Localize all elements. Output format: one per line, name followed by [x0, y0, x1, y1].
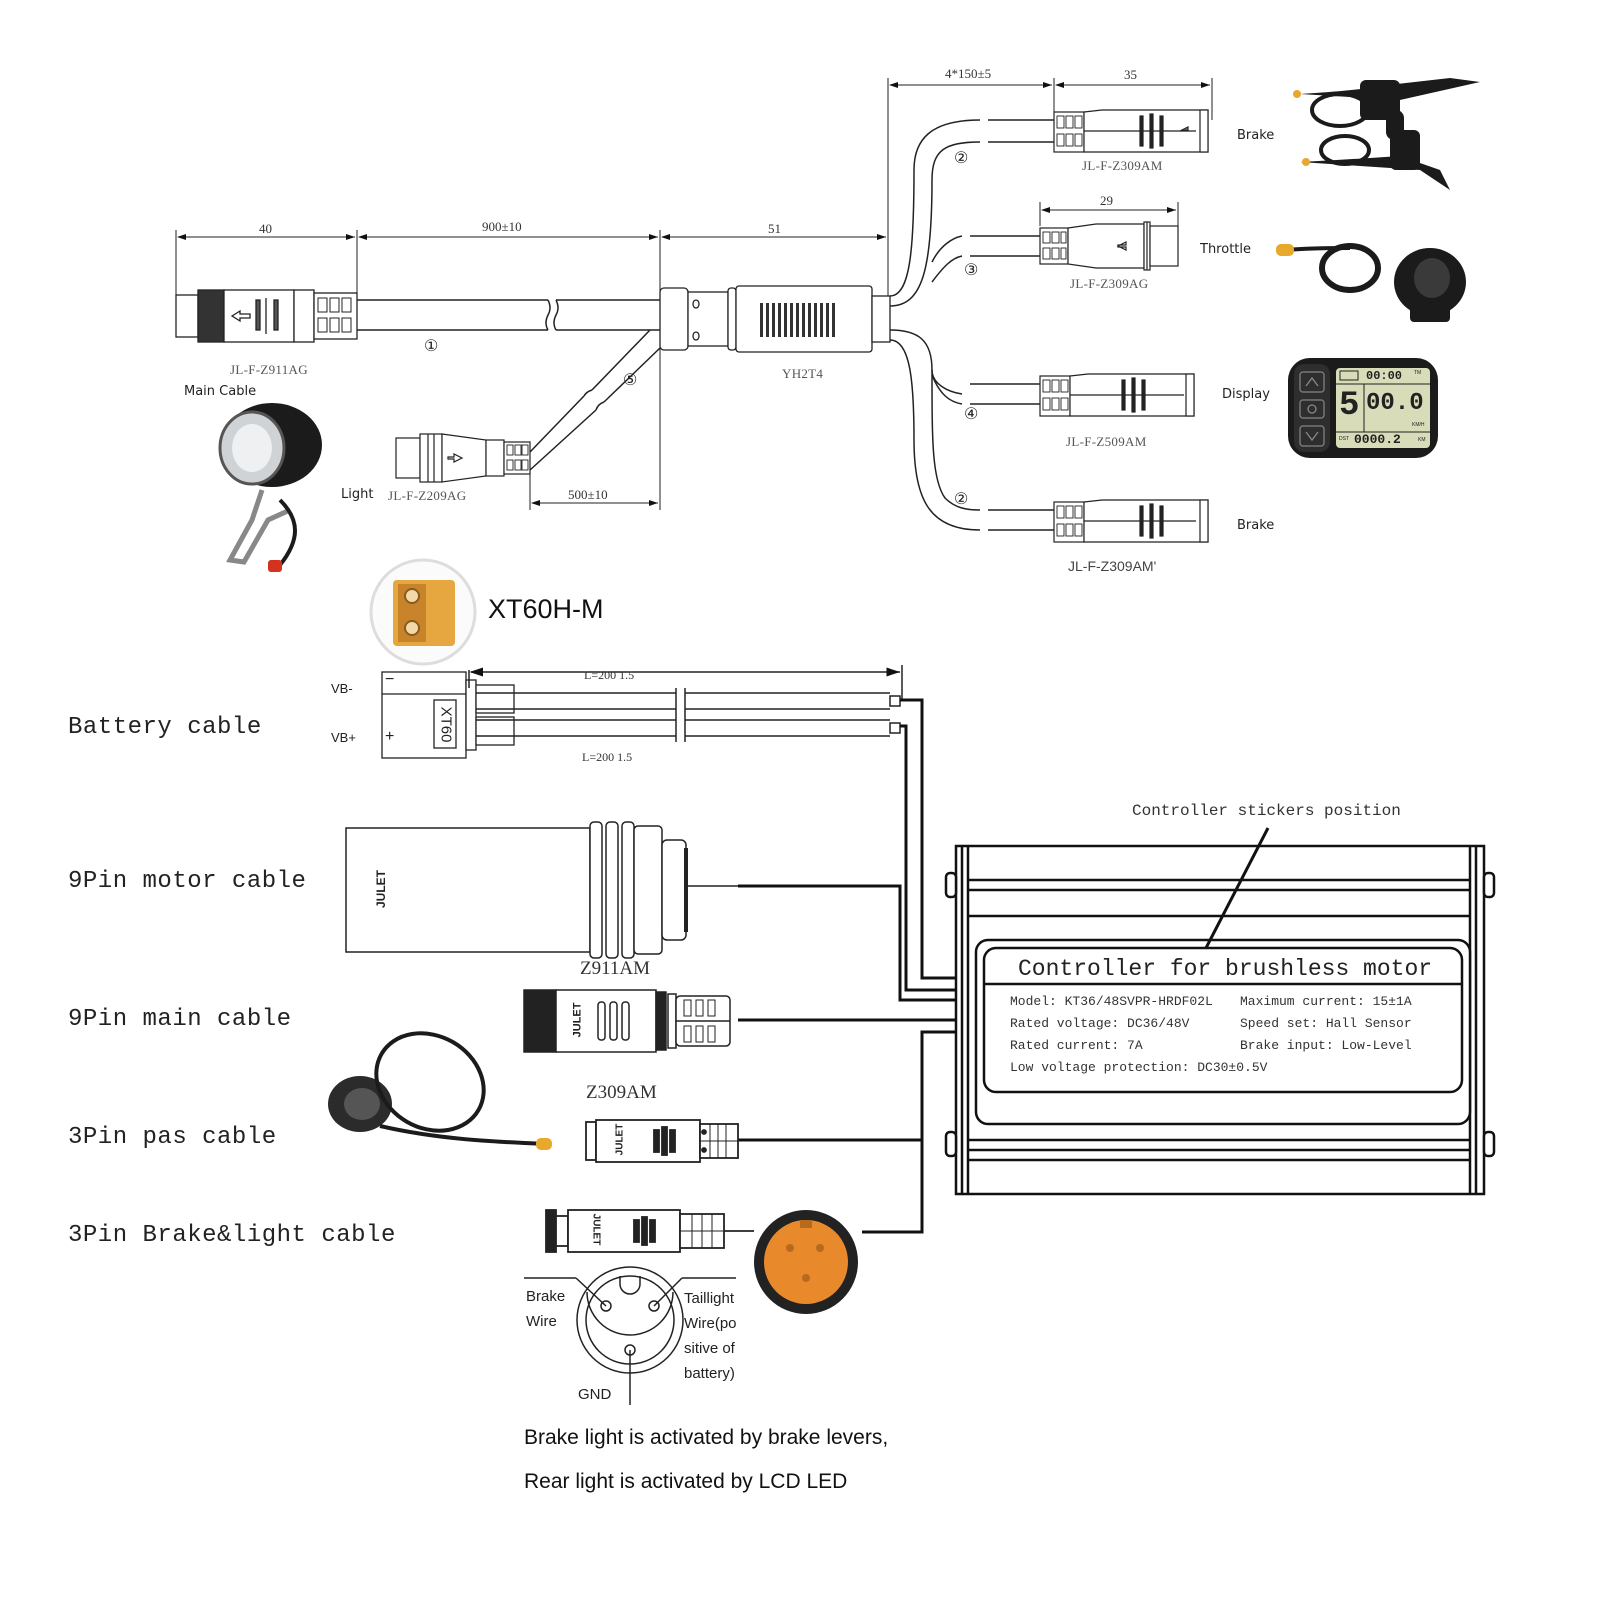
- vb-minus-label: VB-: [331, 681, 353, 696]
- display-part: JL-F-Z509AM: [1066, 434, 1147, 449]
- controller-box: [944, 844, 1496, 1196]
- pin-brake-line2: Wire: [526, 1313, 557, 1330]
- cable-number-1: ①: [424, 336, 439, 355]
- sticker-callout-line: [1204, 827, 1270, 949]
- pas-cable-label: 3Pin pas cable: [68, 1124, 277, 1151]
- pas-connector: [585, 1119, 739, 1163]
- pin-taillight-line3: sitive of: [684, 1340, 735, 1357]
- xt60-name: XT60H-M: [488, 594, 604, 624]
- lcd-distance-label: DST: [1339, 436, 1349, 442]
- vb-plus-label: VB+: [331, 730, 356, 745]
- minus-sign: −: [385, 671, 395, 688]
- main-connector-part: JL-F-Z911AG: [230, 362, 308, 377]
- battery-length-top: L=200 1.5: [584, 668, 635, 682]
- light-branch-cable: [529, 329, 661, 471]
- connector-z911ag: [175, 289, 358, 343]
- connector-brake-bottom: [1053, 499, 1209, 543]
- battery-cable-label: Battery cable: [68, 714, 262, 741]
- spec-model: Model: KT36/48SVPR-HRDF02L: [1010, 994, 1213, 1009]
- pas-sensor-icon: [328, 1031, 552, 1150]
- lcd-time-unit: TM: [1414, 370, 1422, 376]
- light-label: Light: [341, 487, 374, 502]
- main-cable-row-label: 9Pin main cable: [68, 1006, 292, 1033]
- dim-throttle-connector: 29: [1100, 193, 1113, 208]
- pin-brake-line1: Brake: [526, 1288, 566, 1305]
- spec-max-current: Maximum current: 15±1A: [1240, 994, 1412, 1009]
- dim-hub: 51: [768, 221, 781, 236]
- motor-connector: [345, 821, 738, 959]
- brake-light-brand: JULET: [590, 1213, 602, 1246]
- lcd-assist-level: 5: [1339, 387, 1360, 425]
- main-cable: [357, 299, 662, 331]
- main-cable-label: Main Cable: [184, 384, 257, 399]
- brake-bottom-part: JL-F-Z309AM': [1068, 558, 1157, 574]
- lcd-display-icon: [1288, 358, 1438, 458]
- note-brake-light: Brake light is activated by brake levers…: [524, 1426, 889, 1449]
- dimension-lines: [175, 78, 1213, 510]
- connector-z209ag: [395, 433, 531, 483]
- lcd-speed: 00.0: [1366, 390, 1424, 417]
- cable-number-3: ③: [964, 260, 979, 279]
- pin-taillight-line4: battery): [684, 1365, 735, 1382]
- plus-sign: +: [385, 728, 395, 745]
- hub-yh2t4: [659, 285, 891, 353]
- connector-brake-top: [1053, 109, 1209, 153]
- battery-wires: [468, 665, 903, 742]
- dim-branch: 4*150±5: [945, 66, 992, 81]
- motor-cable-label: 9Pin motor cable: [68, 868, 307, 895]
- controller-sticker-callout: Controller stickers position: [1132, 802, 1401, 820]
- dim-brake-connector: 35: [1124, 67, 1137, 82]
- xt60-connector-icon: [369, 558, 477, 666]
- dim-main-connector: 40: [259, 221, 272, 236]
- cable-number-2-top: ②: [954, 148, 969, 167]
- motor-brand: JULET: [374, 869, 389, 909]
- branch-cables: [889, 119, 1054, 531]
- dim-light-cable: 500±10: [568, 487, 608, 502]
- main-cable-part: Z911AM: [580, 958, 651, 979]
- main-brand: JULET: [571, 1002, 584, 1038]
- brake-light-cable-label: 3Pin Brake&light cable: [68, 1222, 396, 1249]
- spec-rated-current: Rated current: 7A: [1010, 1038, 1143, 1053]
- pin-taillight-line2: Wire(po: [684, 1315, 737, 1332]
- battery-length-bottom: L=200 1.5: [582, 750, 633, 764]
- controller-title: Controller for brushless motor: [1018, 956, 1433, 982]
- connector-throttle: [1039, 221, 1179, 271]
- spec-speed-set: Speed set: Hall Sensor: [1240, 1016, 1412, 1031]
- throttle-icon: [1276, 243, 1466, 322]
- spec-low-voltage: Low voltage protection: DC30±0.5V: [1010, 1060, 1268, 1075]
- dim-main-cable: 900±10: [482, 219, 522, 234]
- lcd-speed-unit: KM/H: [1412, 422, 1425, 428]
- main-cable-connector: [523, 989, 731, 1053]
- hub-part: YH2T4: [782, 366, 824, 381]
- brake-lever-icon: [1293, 78, 1480, 190]
- pin-gnd: GND: [578, 1386, 612, 1403]
- brake-top-part: JL-F-Z309AM: [1082, 158, 1163, 173]
- lcd-distance: 0000.2: [1354, 432, 1401, 447]
- cable-number-5: ⑤: [623, 370, 638, 389]
- throttle-part: JL-F-Z309AG: [1070, 276, 1149, 291]
- spec-rated-voltage: Rated voltage: DC36/48V: [1010, 1016, 1190, 1031]
- display-label: Display: [1222, 387, 1270, 402]
- brake-light-connector: [545, 1209, 754, 1253]
- pin-taillight-line1: Taillight: [684, 1290, 735, 1307]
- throttle-label: Throttle: [1200, 242, 1251, 257]
- controller-wires: [738, 698, 956, 1234]
- pas-brand: JULET: [614, 1123, 626, 1156]
- brake-top-label: Brake: [1237, 128, 1275, 143]
- orange-connector-icon: [754, 1210, 858, 1314]
- spec-brake-input: Brake input: Low-Level: [1240, 1038, 1412, 1053]
- lcd-distance-unit: KM: [1418, 437, 1426, 443]
- pas-cable-part: Z309AM: [586, 1082, 657, 1103]
- cable-number-2-bottom: ②: [954, 489, 969, 508]
- lcd-time: 00:00: [1366, 369, 1403, 383]
- xt60-housing-label: XT60: [437, 706, 455, 743]
- headlight-icon: [218, 403, 322, 572]
- connector-display: [1039, 373, 1195, 417]
- note-rear-light: Rear light is activated by LCD LED: [524, 1470, 848, 1493]
- cable-number-4: ④: [964, 404, 979, 423]
- brake-bottom-label: Brake: [1237, 518, 1275, 533]
- light-connector-part: JL-F-Z209AG: [388, 488, 467, 503]
- pinout-diagram: [524, 1266, 736, 1405]
